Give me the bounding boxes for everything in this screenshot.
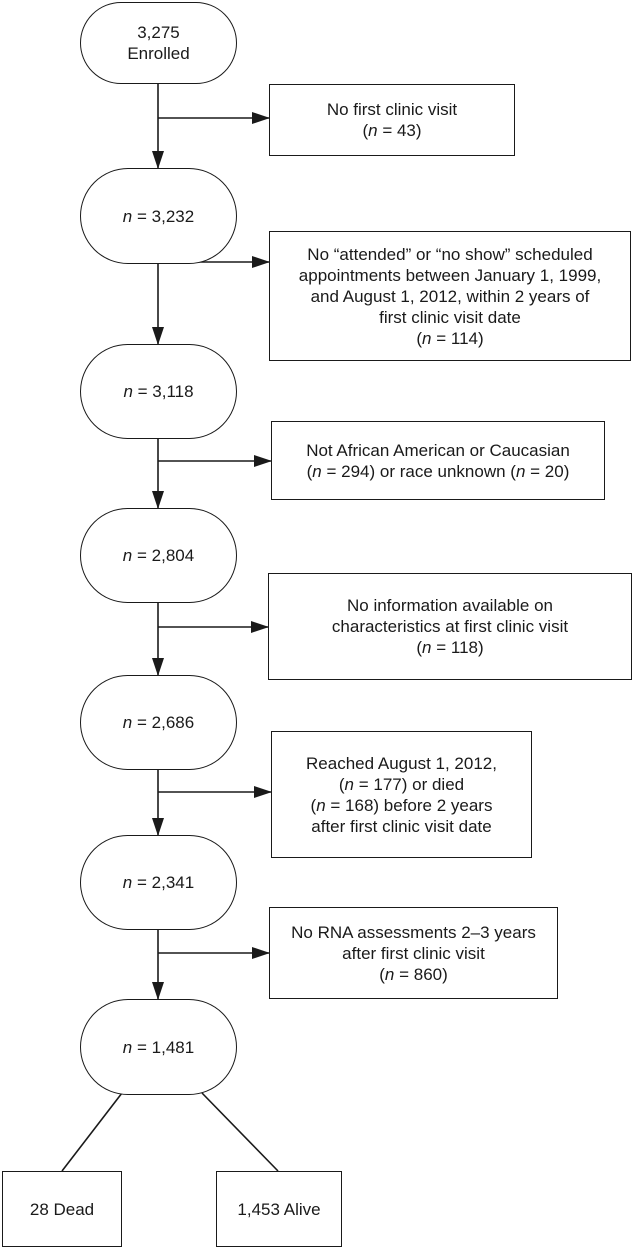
step-count: = 1,481: [132, 1037, 195, 1057]
step-count: = 2,686: [132, 713, 195, 732]
step-node-5: n = 2,341: [80, 835, 237, 930]
outcome-alive-label: 1,453 Alive: [237, 1199, 321, 1219]
step-node-6: n = 1,481: [80, 999, 237, 1095]
split-line-right: [201, 1092, 279, 1172]
enrolled-node: 3,275 Enrolled: [80, 2, 237, 84]
exclusion-box-4: No information available on characterist…: [268, 573, 632, 680]
exclusion-box-1: No first clinic visit (n = 43): [269, 84, 515, 156]
step-node-1: n = 3,232: [80, 168, 237, 264]
step-count: = 2,804: [132, 546, 195, 565]
enrolled-label: Enrolled: [127, 44, 190, 63]
exclusion-box-6: No RNA assessments 2–3 years after first…: [269, 907, 558, 999]
step-node-2: n = 3,118: [80, 344, 237, 439]
n-symbol: n: [122, 546, 133, 565]
n-symbol: n: [123, 382, 133, 401]
exclusion-box-5: Reached August 1, 2012, (n = 177) or die…: [271, 731, 532, 858]
n-symbol: n: [122, 1037, 133, 1057]
exclusion-box-3: Not African American or Caucasian (n = 2…: [271, 421, 605, 500]
n-symbol: n: [122, 873, 133, 892]
step-node-4: n = 2,686: [80, 675, 237, 770]
outcome-alive-box: 1,453 Alive: [216, 1171, 342, 1247]
exclusion-box-2: No “attended” or “no show” scheduled app…: [269, 231, 631, 361]
outcome-dead-label: 28 Dead: [29, 1199, 95, 1219]
step-node-3: n = 2,804: [80, 508, 237, 603]
step-count: = 3,118: [132, 382, 194, 401]
outcome-dead-box: 28 Dead: [2, 1171, 122, 1247]
step-count: = 3,232: [132, 206, 195, 226]
n-symbol: n: [122, 206, 133, 226]
enrolled-count: 3,275: [137, 23, 180, 42]
n-symbol: n: [122, 713, 133, 732]
split-line-left: [61, 1092, 123, 1172]
step-count: = 2,341: [132, 873, 195, 892]
